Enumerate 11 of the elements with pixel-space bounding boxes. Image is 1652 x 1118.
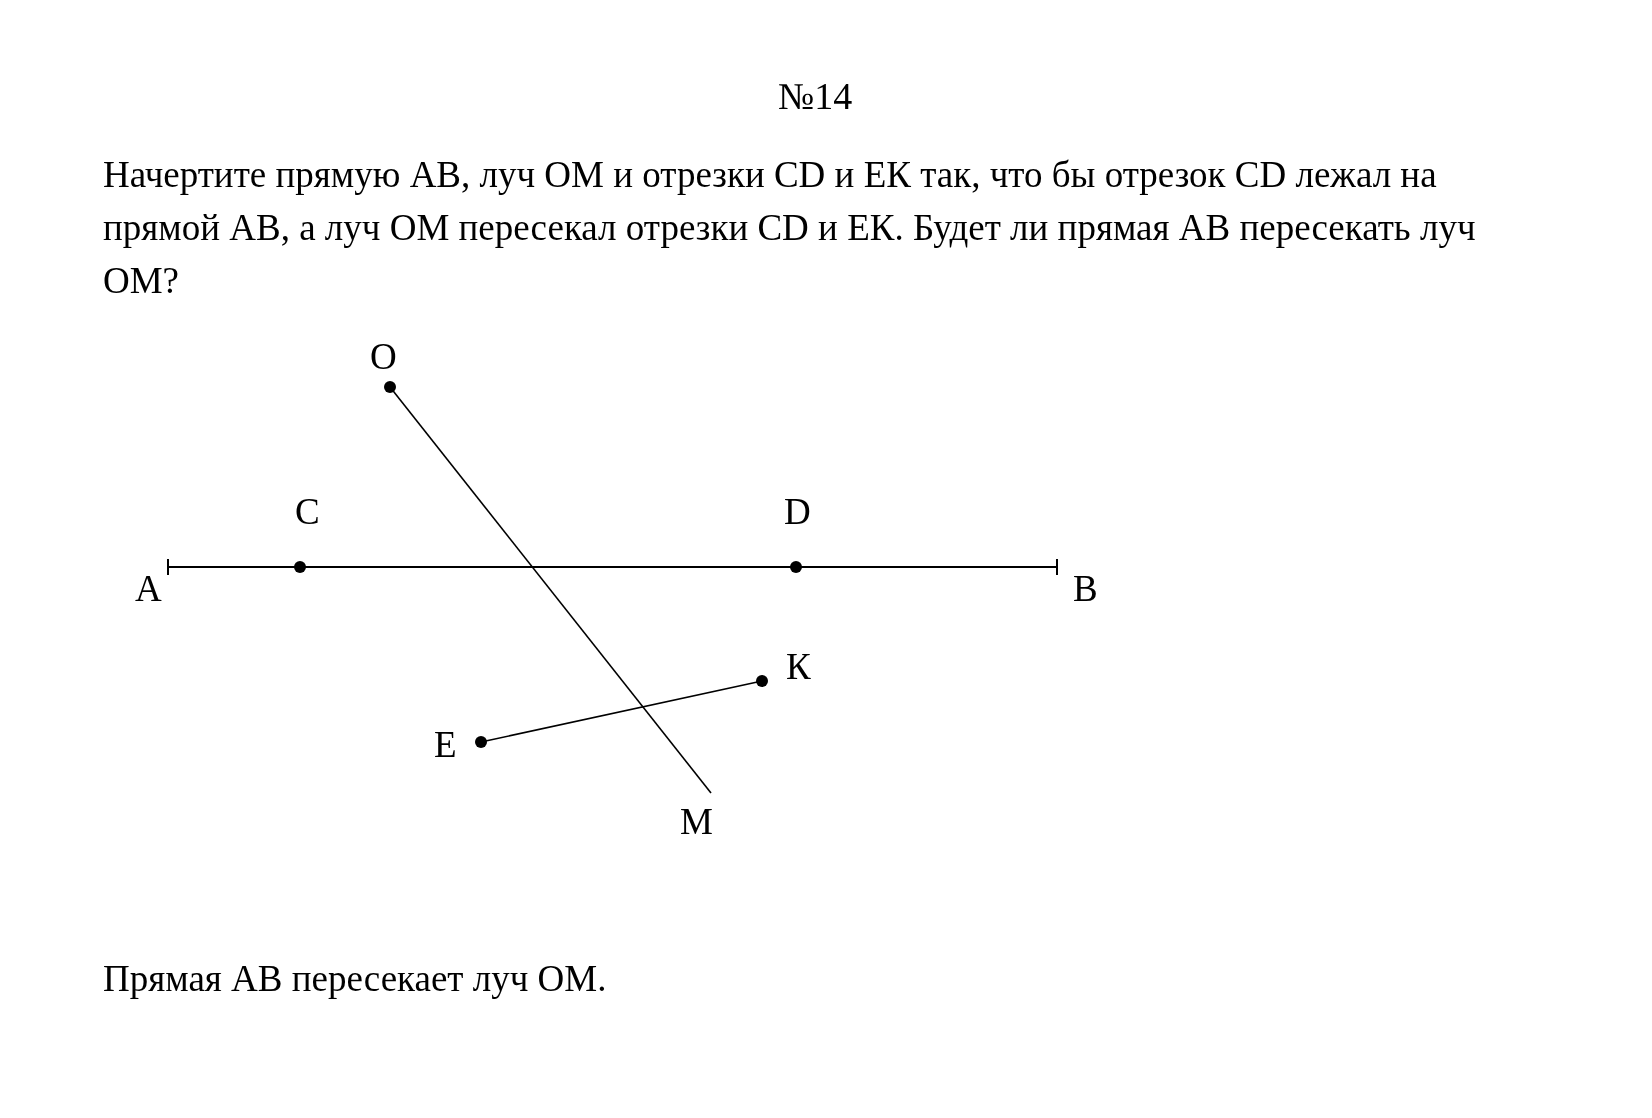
point-label: A — [135, 567, 162, 611]
point-label: O — [370, 335, 397, 379]
point-label: B — [1073, 567, 1098, 611]
answer-text: Прямая АВ пересекает луч ОМ. — [103, 957, 607, 1001]
point-label: К — [786, 645, 811, 689]
point-label: E — [434, 723, 457, 767]
point-label: D — [784, 490, 811, 534]
point-label: M — [680, 800, 713, 844]
point-label: C — [295, 490, 320, 534]
problem-text: Начертите прямую АВ, луч ОМ и отрезки CD и ЕК так, что бы отрезок CD лежал на прямой АВ, а луч ОМ пересекал отрезки CD и ЕК. Будет ли прямая АВ пересекать луч ОМ? — [103, 153, 1477, 303]
problem-number: №14 — [778, 74, 853, 119]
